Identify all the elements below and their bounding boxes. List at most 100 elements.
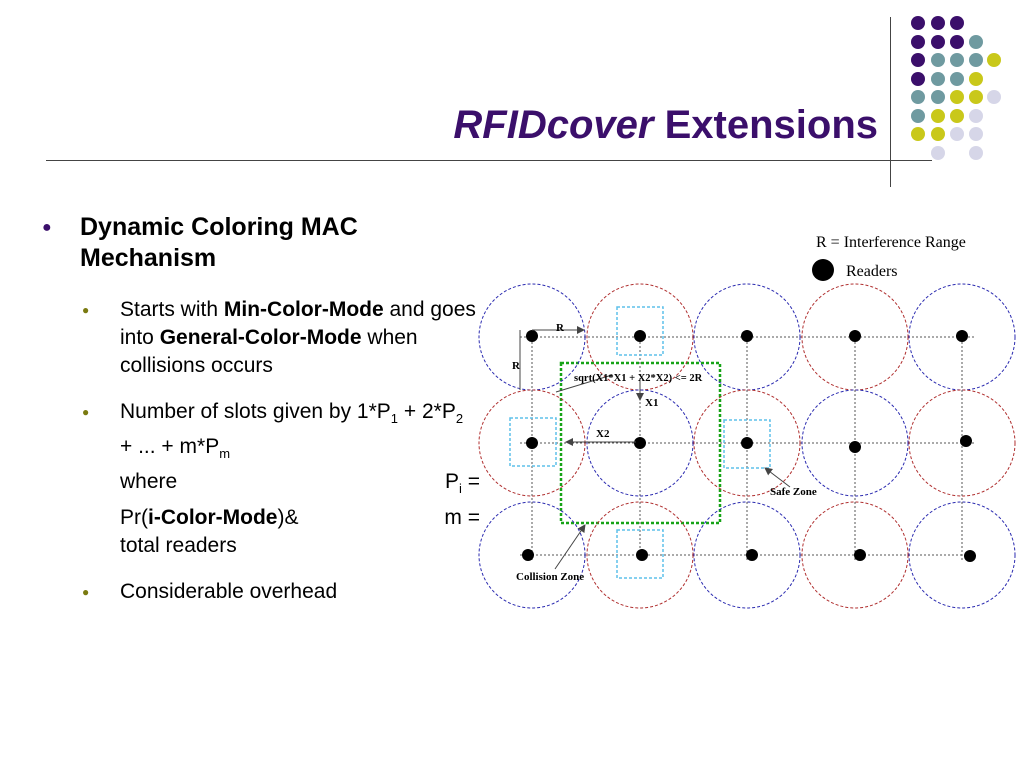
- decorative-dot: [950, 35, 964, 49]
- decorative-dot: [969, 127, 983, 141]
- decorative-dot: [969, 90, 983, 104]
- decorative-dot: [969, 109, 983, 123]
- label-safe-zone: Safe Zone: [770, 486, 817, 498]
- interference-circle: [801, 501, 909, 609]
- label-x1: X1: [645, 397, 658, 409]
- decorative-dot: [969, 146, 983, 160]
- interference-circle: [908, 283, 1016, 391]
- interference-circle: [801, 283, 909, 391]
- decorative-dot: [931, 16, 945, 30]
- reader-dot: [849, 330, 861, 342]
- decorative-dot: [911, 53, 925, 67]
- reader-dot: [854, 549, 866, 561]
- interference-circle: [693, 389, 801, 497]
- label-r-vertical: R: [512, 360, 521, 372]
- interference-circle: [586, 389, 694, 497]
- interference-circle: [908, 389, 1016, 497]
- title-italic: RFIDcover: [453, 103, 654, 147]
- interference-circle: [693, 501, 801, 609]
- decorative-dot: [931, 90, 945, 104]
- legend-readers-label: Readers: [846, 263, 898, 280]
- corner-divider: [890, 17, 891, 187]
- reader-dot: [522, 549, 534, 561]
- bullet-main-text: Dynamic Coloring MAC Mechanism: [80, 213, 358, 272]
- sub-bullet-marker: ●: [82, 405, 90, 419]
- legend-reader-marker: [812, 259, 834, 281]
- legend-range-label: R = Interference Range: [816, 234, 966, 251]
- annotations: R R sqrt(X1*X1 + X2*X2) <= 2R X1 X2 Safe…: [512, 234, 966, 583]
- decorative-dot: [950, 72, 964, 86]
- decorative-dot: [950, 109, 964, 123]
- safe-zone-box: [509, 417, 557, 467]
- collision-zone-arrow: [554, 524, 586, 570]
- reader-dot: [956, 330, 968, 342]
- interference-circle: [478, 283, 586, 391]
- reader-coloring-diagram: R R sqrt(X1*X1 + X2*X2) <= 2R X1 X2 Safe…: [478, 234, 1016, 609]
- decorative-dot: [911, 35, 925, 49]
- decorative-dot: [911, 109, 925, 123]
- label-formula: sqrt(X1*X1 + X2*X2) <= 2R: [574, 373, 703, 384]
- reader-dot: [746, 549, 758, 561]
- zone-boxes: [509, 306, 771, 579]
- decorative-dot: [987, 53, 1001, 67]
- decorative-dot-grid: [911, 16, 1001, 160]
- bullet-list: ● Dynamic Coloring MAC Mechanism ● Start…: [40, 212, 480, 606]
- bullet-marker: ●: [42, 219, 52, 236]
- decorative-dot: [950, 90, 964, 104]
- decorative-dot: [969, 72, 983, 86]
- decorative-dot: [911, 16, 925, 30]
- safe-zone-box: [616, 306, 664, 356]
- reader-dot: [526, 437, 538, 449]
- reader-dot: [849, 441, 861, 453]
- decorative-dot: [950, 127, 964, 141]
- interference-circle: [586, 501, 694, 609]
- reader-dot: [526, 330, 538, 342]
- sub-bullet-marker: ●: [82, 303, 90, 317]
- interference-circle: [693, 283, 801, 391]
- decorative-dot: [950, 16, 964, 30]
- decorative-dot: [931, 35, 945, 49]
- interference-circle: [586, 283, 694, 391]
- safe-zone-arrow: [764, 467, 791, 488]
- reader-dot: [741, 437, 753, 449]
- reader-dot: [634, 330, 646, 342]
- interference-circle: [478, 389, 586, 497]
- label-x2: X2: [596, 428, 610, 440]
- reader-dot: [741, 330, 753, 342]
- interference-circles: [478, 283, 1016, 609]
- decorative-dot: [931, 109, 945, 123]
- decorative-dot: [931, 127, 945, 141]
- safe-zone-box: [723, 419, 771, 469]
- decorative-dot: [911, 90, 925, 104]
- decorative-dot: [969, 53, 983, 67]
- safe-zone-box: [616, 529, 664, 579]
- sub-bullet-color-mode: ● Starts with Min-Color-Mode and goes in…: [82, 298, 476, 377]
- reader-dot: [634, 437, 646, 449]
- decorative-dot: [987, 90, 1001, 104]
- decorative-dot: [931, 72, 945, 86]
- interference-circle: [801, 389, 909, 497]
- interference-circle: [478, 501, 586, 609]
- sub-bullet-slots-formula: ● Number of slots given by 1*P1 + 2*P2 +…: [82, 400, 480, 557]
- label-r-horizontal: R: [556, 322, 565, 334]
- collision-zone-box: [559, 361, 722, 525]
- decorative-dot: [911, 127, 925, 141]
- reader-dot: [960, 435, 972, 447]
- title-rest: Extensions: [653, 103, 878, 147]
- sub-bullet-marker: ●: [82, 584, 90, 599]
- decorative-dot: [969, 35, 983, 49]
- decorative-dot: [911, 72, 925, 86]
- bullet-main: ● Dynamic Coloring MAC Mechanism: [40, 212, 480, 274]
- interference-circle: [908, 501, 1016, 609]
- label-collision-zone: Collision Zone: [516, 571, 584, 583]
- slide-title: RFIDcover Extensions: [453, 103, 878, 148]
- decorative-dot: [950, 53, 964, 67]
- formula-leader: [555, 374, 613, 393]
- decorative-dot: [931, 53, 945, 67]
- reader-dot: [964, 550, 976, 562]
- sub-bullet-overhead: ● Considerable overhead: [40, 578, 480, 606]
- title-divider: [46, 160, 932, 161]
- readers: [522, 330, 976, 562]
- decorative-dot: [931, 146, 945, 160]
- reader-dot: [636, 549, 648, 561]
